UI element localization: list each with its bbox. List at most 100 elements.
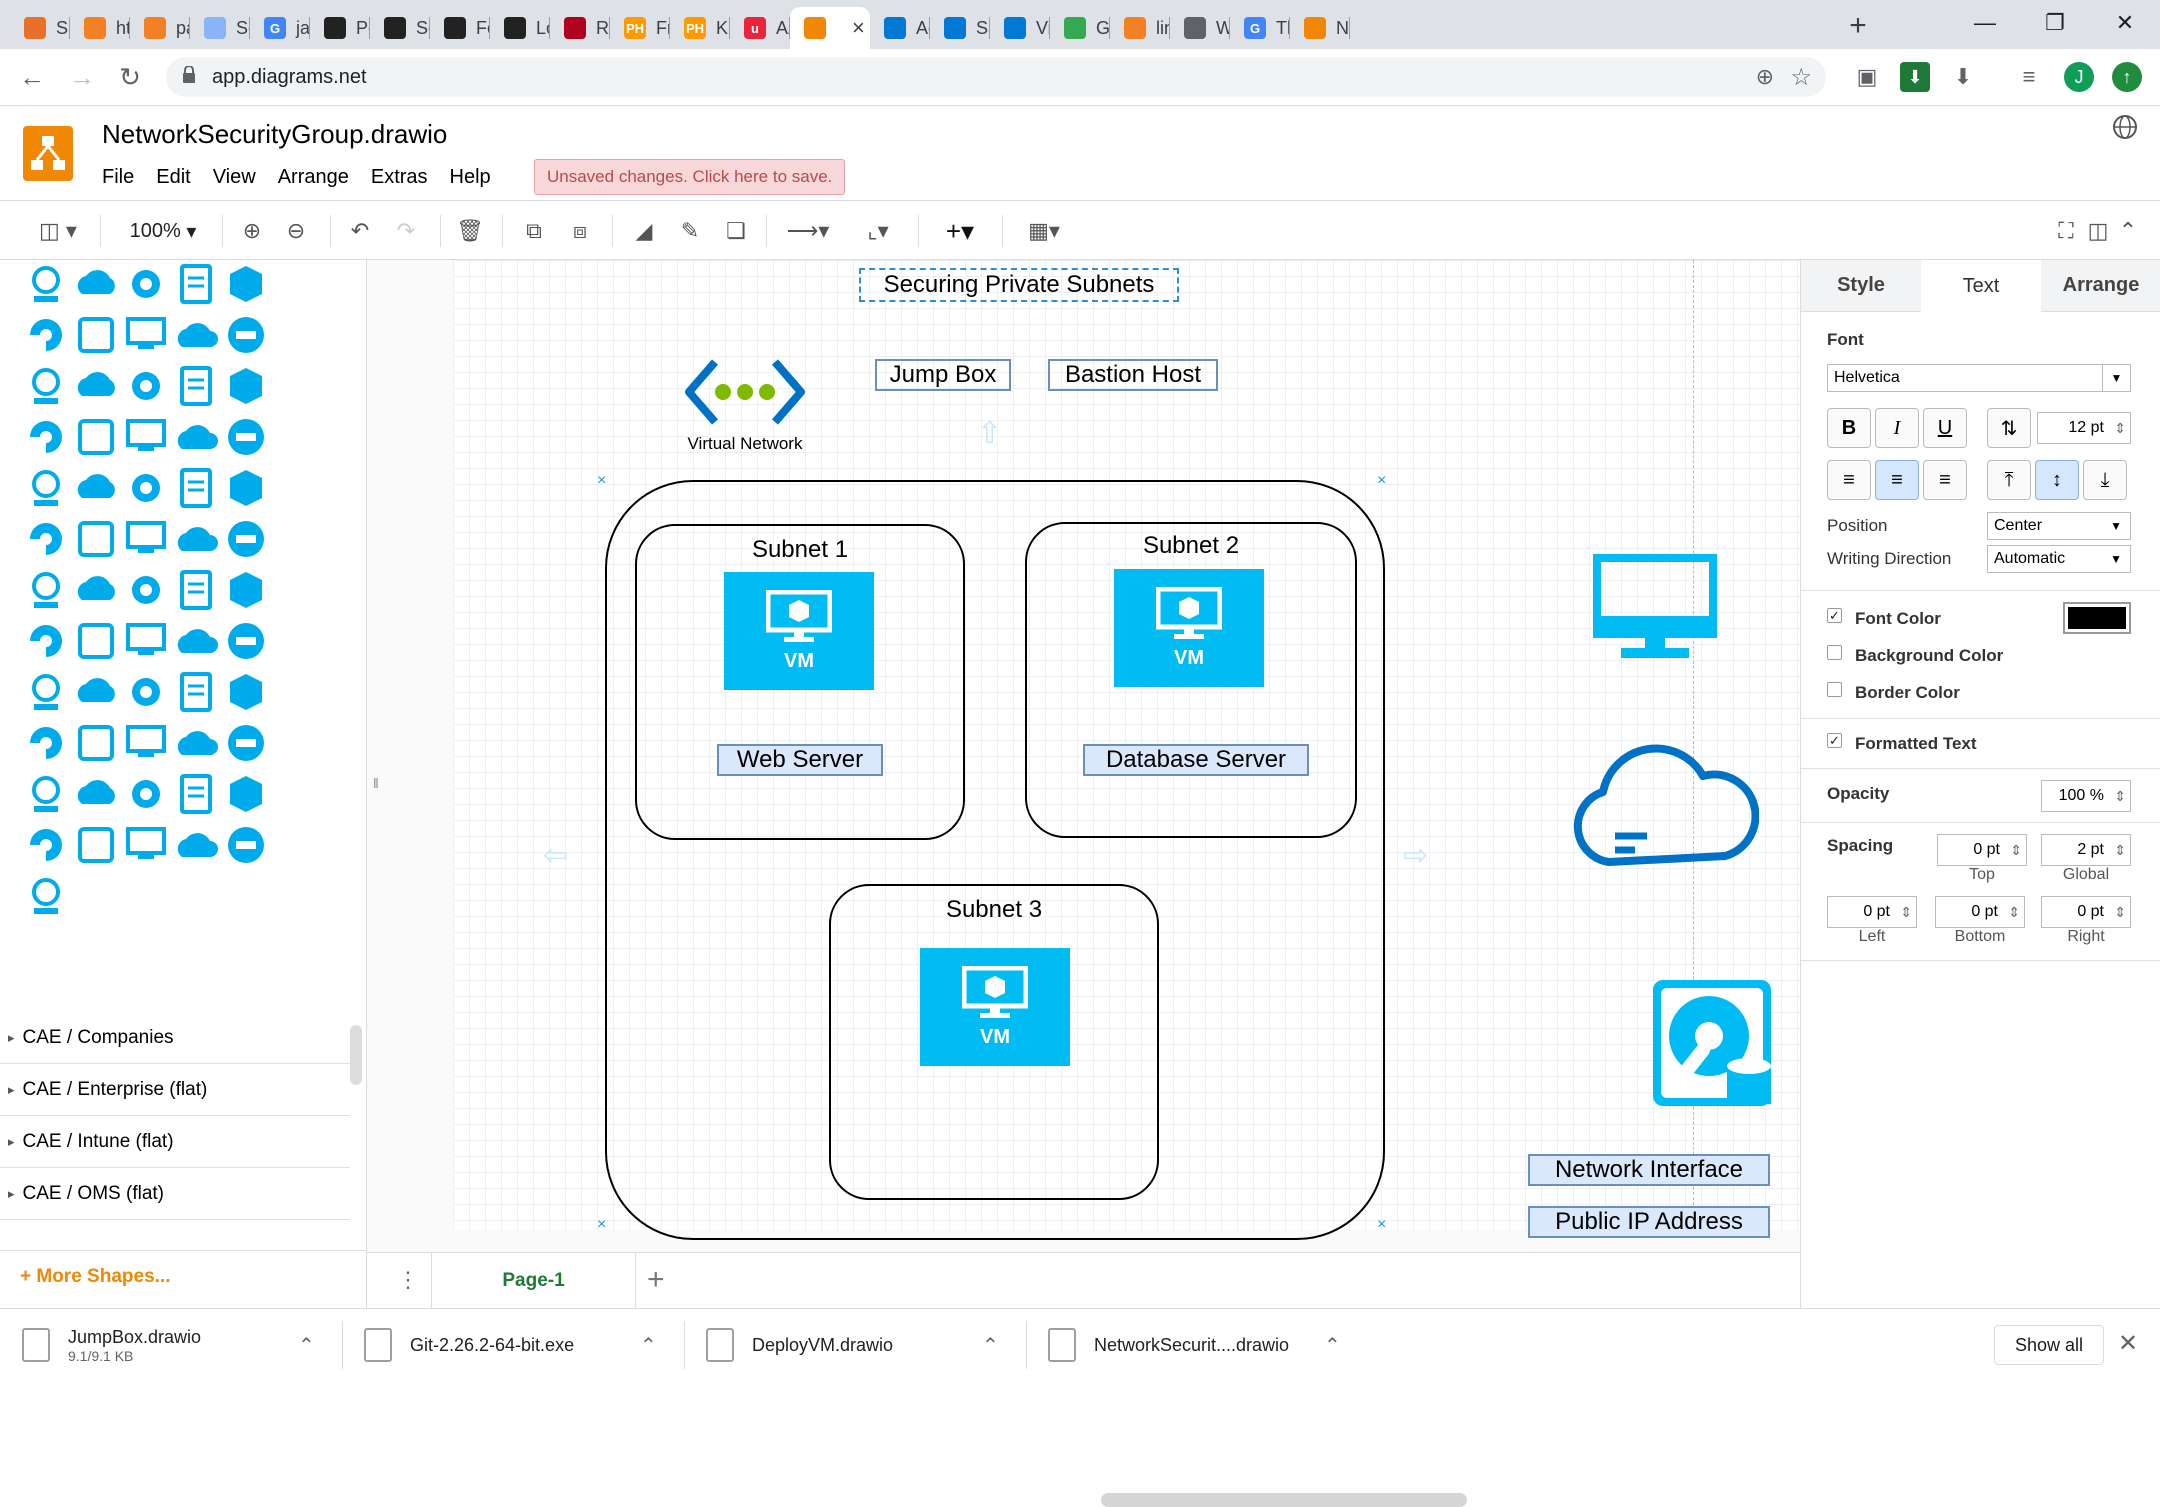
redo-icon[interactable]: ↷ — [396, 218, 416, 243]
library-shape-icon[interactable] — [174, 619, 218, 663]
chevron-up-icon[interactable]: ⌃ — [640, 1334, 657, 1357]
library-shape-icon[interactable] — [124, 619, 168, 663]
align-top-button[interactable]: ⤒ — [1987, 460, 2031, 500]
avatar[interactable]: J — [2064, 62, 2094, 92]
library-shape-icon[interactable] — [74, 415, 118, 459]
collapse-icon[interactable]: ⌃ — [2118, 218, 2138, 243]
show-all-button[interactable]: Show all — [1994, 1325, 2104, 1365]
cloud-shape-icon[interactable] — [1569, 736, 1760, 870]
download-item[interactable]: NetworkSecurit....drawio⌃ — [1048, 1309, 1368, 1381]
library-shape-icon[interactable] — [74, 313, 118, 357]
arrow-right-handle[interactable]: ⇨ — [1403, 839, 1429, 872]
library-shape-icon[interactable] — [24, 772, 68, 816]
minimize-button[interactable]: — — [1974, 9, 1996, 35]
zoom-in-icon[interactable]: ⊕ — [242, 218, 262, 243]
browser-tab[interactable]: Git — [1050, 7, 1110, 49]
background-color-checkbox[interactable] — [1827, 645, 1842, 660]
library-shape-icon[interactable] — [224, 823, 268, 867]
language-globe-icon[interactable] — [2112, 114, 2138, 140]
browser-tab[interactable]: We — [1170, 7, 1230, 49]
align-left-button[interactable]: ≡ — [1827, 460, 1871, 500]
library-shape-icon[interactable] — [174, 721, 218, 765]
library-shape-icon[interactable] — [74, 517, 118, 561]
shadow-icon[interactable]: ❏ — [726, 218, 746, 243]
tab-text[interactable]: Text — [1921, 260, 2041, 312]
bold-button[interactable]: B — [1827, 408, 1871, 448]
library-shape-icon[interactable] — [74, 670, 118, 714]
save-extension-icon[interactable]: ⬇ — [1953, 64, 1973, 89]
tab-style[interactable]: Style — [1801, 260, 1921, 312]
library-shape-icon[interactable] — [224, 619, 268, 663]
library-shape-icon[interactable] — [24, 466, 68, 510]
align-bottom-button[interactable]: ⤓ — [2083, 460, 2127, 500]
menu-item[interactable]: Extras — [370, 166, 428, 188]
library-shape-icon[interactable] — [74, 466, 118, 510]
new-tab-button[interactable]: + — [1849, 9, 1867, 42]
fullscreen-icon[interactable]: ⛶ — [2058, 218, 2074, 243]
format-panel-icon[interactable]: ◫ — [2087, 218, 2109, 243]
to-back-icon[interactable]: ⧈ — [573, 218, 587, 243]
library-shape-icon[interactable] — [224, 466, 268, 510]
library-shape-icon[interactable] — [124, 568, 168, 612]
browser-tab[interactable]: Sa — [930, 7, 990, 49]
menu-item[interactable]: Edit — [156, 166, 191, 188]
library-shape-icon[interactable] — [224, 262, 268, 306]
library-shape-icon[interactable] — [74, 364, 118, 408]
close-shelf-icon[interactable]: ✕ — [2118, 1330, 2139, 1357]
undo-icon[interactable]: ↶ — [350, 218, 370, 243]
vm-3[interactable]: VM — [920, 948, 1070, 1066]
browser-tab[interactable]: Lo — [490, 7, 550, 49]
close-window-button[interactable]: ✕ — [2115, 9, 2135, 35]
web-server-label[interactable]: Web Server — [717, 744, 883, 776]
library-shape-icon[interactable] — [24, 721, 68, 765]
library-shape-icon[interactable] — [174, 364, 218, 408]
browser-tab[interactable]: PHFre — [610, 7, 670, 49]
library-section[interactable]: ▸CAE / OMS (flat) — [0, 1168, 350, 1220]
library-shape-icon[interactable] — [224, 670, 268, 714]
browser-tab[interactable]: htr — [70, 7, 130, 49]
library-shape-icon[interactable] — [24, 823, 68, 867]
vnet-container[interactable] — [605, 480, 1385, 1240]
italic-button[interactable]: I — [1875, 408, 1919, 448]
library-shape-icon[interactable] — [124, 313, 168, 357]
public-ip-label[interactable]: Public IP Address — [1528, 1206, 1770, 1238]
library-shape-icon[interactable] — [124, 364, 168, 408]
chevron-up-icon[interactable]: ⌃ — [982, 1334, 999, 1357]
library-shape-icon[interactable] — [24, 262, 68, 306]
download-item[interactable]: DeployVM.drawio⌃ — [706, 1309, 1026, 1381]
connection-icon[interactable]: ⟶▾ — [786, 218, 830, 243]
file-title[interactable]: NetworkSecurityGroup.drawio — [102, 119, 448, 149]
browser-tab[interactable]: Re — [550, 7, 610, 49]
browser-tab[interactable]: uAZ — [730, 7, 790, 49]
formatted-text-checkbox[interactable]: ✓ — [1827, 733, 1842, 748]
opacity-input[interactable]: 100 % — [2041, 780, 2131, 812]
network-interface-label[interactable]: Network Interface — [1528, 1154, 1770, 1186]
library-shape-icon[interactable] — [24, 517, 68, 561]
library-shape-icon[interactable] — [24, 619, 68, 663]
spacing-top-input[interactable]: 0 pt — [1937, 834, 2027, 866]
align-center-button[interactable]: ≡ — [1875, 460, 1919, 500]
canvas-horizontal-scrollbar[interactable] — [1101, 1493, 1467, 1507]
library-shape-icon[interactable] — [174, 415, 218, 459]
subnet-1[interactable] — [635, 524, 965, 840]
library-shape-icon[interactable] — [124, 517, 168, 561]
subnet-2[interactable] — [1025, 522, 1357, 838]
library-shape-icon[interactable] — [124, 262, 168, 306]
more-shapes-button[interactable]: + More Shapes... — [20, 1266, 171, 1287]
library-shape-icon[interactable] — [224, 415, 268, 459]
jump-box-label[interactable]: Jump Box — [875, 359, 1011, 391]
restore-button[interactable]: ❐ — [2045, 9, 2065, 35]
zoom-out-icon[interactable]: ⊖ — [286, 218, 306, 243]
library-shape-icon[interactable] — [174, 517, 218, 561]
library-shape-icon[interactable] — [124, 772, 168, 816]
url-input[interactable]: app.diagrams.net ⊕ ☆ — [166, 57, 1826, 97]
close-tab-icon[interactable]: × — [852, 15, 865, 40]
menu-item[interactable]: Arrange — [277, 166, 349, 188]
library-section[interactable]: ▸CAE / Intune (flat) — [0, 1116, 350, 1168]
align-middle-button[interactable]: ↕ — [2035, 460, 2079, 500]
library-shape-icon[interactable] — [24, 313, 68, 357]
page-tab[interactable]: Page-1 — [431, 1253, 636, 1309]
selection-handle-tr[interactable]: × — [1377, 472, 1387, 489]
library-shape-icon[interactable] — [224, 313, 268, 357]
